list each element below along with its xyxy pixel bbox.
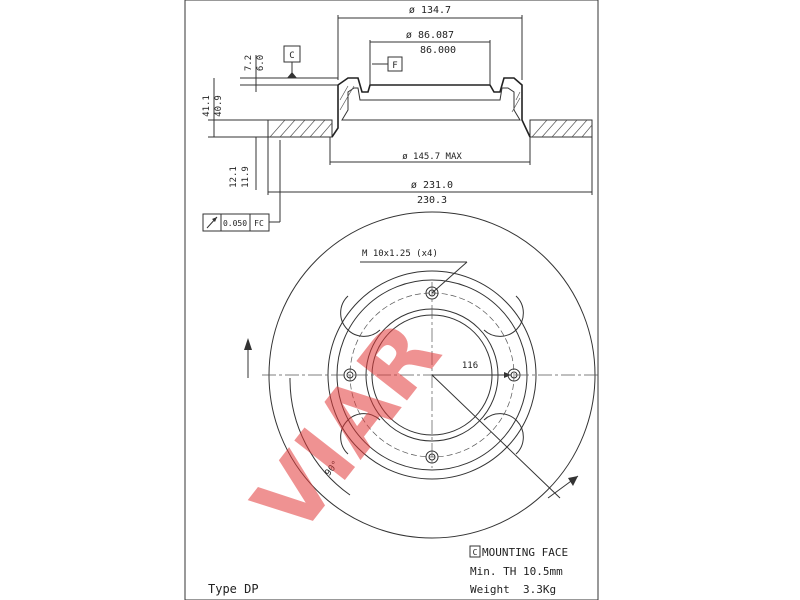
relief-scallop xyxy=(340,295,381,337)
ref-f-label: F xyxy=(392,61,397,71)
section-arrow-left-head xyxy=(244,338,252,350)
type-label: Type DP xyxy=(208,582,259,596)
hat-hatching xyxy=(339,85,521,113)
right-hatching xyxy=(531,119,593,138)
relief-scallop xyxy=(483,413,524,455)
dim-134-label: ø 134.7 xyxy=(409,5,451,16)
pcd-label: 116 xyxy=(462,361,478,371)
dim-121-label: 12.1 xyxy=(229,166,239,188)
hat-inner-profile xyxy=(341,87,521,121)
watermark-logo: VIAR xyxy=(233,303,460,553)
drawing-frame xyxy=(184,0,599,600)
min-thickness-note: Min. TH 10.5mm xyxy=(470,565,563,578)
mounting-face-note: MOUNTING FACE xyxy=(482,546,568,559)
section-diagonal xyxy=(431,374,561,499)
ref-c-label: C xyxy=(289,51,294,61)
hat-outer-profile xyxy=(331,77,531,138)
dim-86087-label: ø 86.087 xyxy=(406,30,454,41)
relief-scallop xyxy=(483,295,524,337)
thread-leader xyxy=(431,261,468,294)
section-arrow-head xyxy=(568,476,578,486)
section-view: ø 134.7 ø 86.087 86.000 F C 7.2 6.0 41.1… xyxy=(202,5,593,232)
tolerance-ref: FC xyxy=(254,219,264,228)
notes-block: C MOUNTING FACE Min. TH 10.5mm Weight 3.… xyxy=(469,545,568,596)
dim-145-label: ø 145.7 MAX xyxy=(402,152,462,162)
mounting-ref-label: C xyxy=(473,548,478,557)
dim-86000-label: 86.000 xyxy=(420,45,456,56)
mounting-ref-box xyxy=(469,545,481,558)
dim-409-label: 40.9 xyxy=(214,95,224,117)
angle-arc xyxy=(289,377,351,496)
dim-231-label: ø 231.0 xyxy=(411,180,453,191)
dim-411-label: 41.1 xyxy=(202,95,212,117)
left-hatching xyxy=(269,119,333,138)
dim-60-label: 6.0 xyxy=(256,55,266,71)
tolerance-value: 0.050 xyxy=(223,219,247,228)
front-view: 116 M 10x1.25 (x4) 90° xyxy=(244,211,600,539)
dim-72-label: 7.2 xyxy=(244,55,254,71)
relief-scallop xyxy=(340,413,381,455)
dim-119-label: 11.9 xyxy=(241,166,251,188)
runout-icon xyxy=(206,216,218,229)
datum-triangle xyxy=(287,72,297,78)
dim-230-label: 230.3 xyxy=(417,195,447,206)
weight-note: Weight 3.3Kg xyxy=(470,583,556,596)
thread-label: M 10x1.25 (x4) xyxy=(362,249,438,259)
